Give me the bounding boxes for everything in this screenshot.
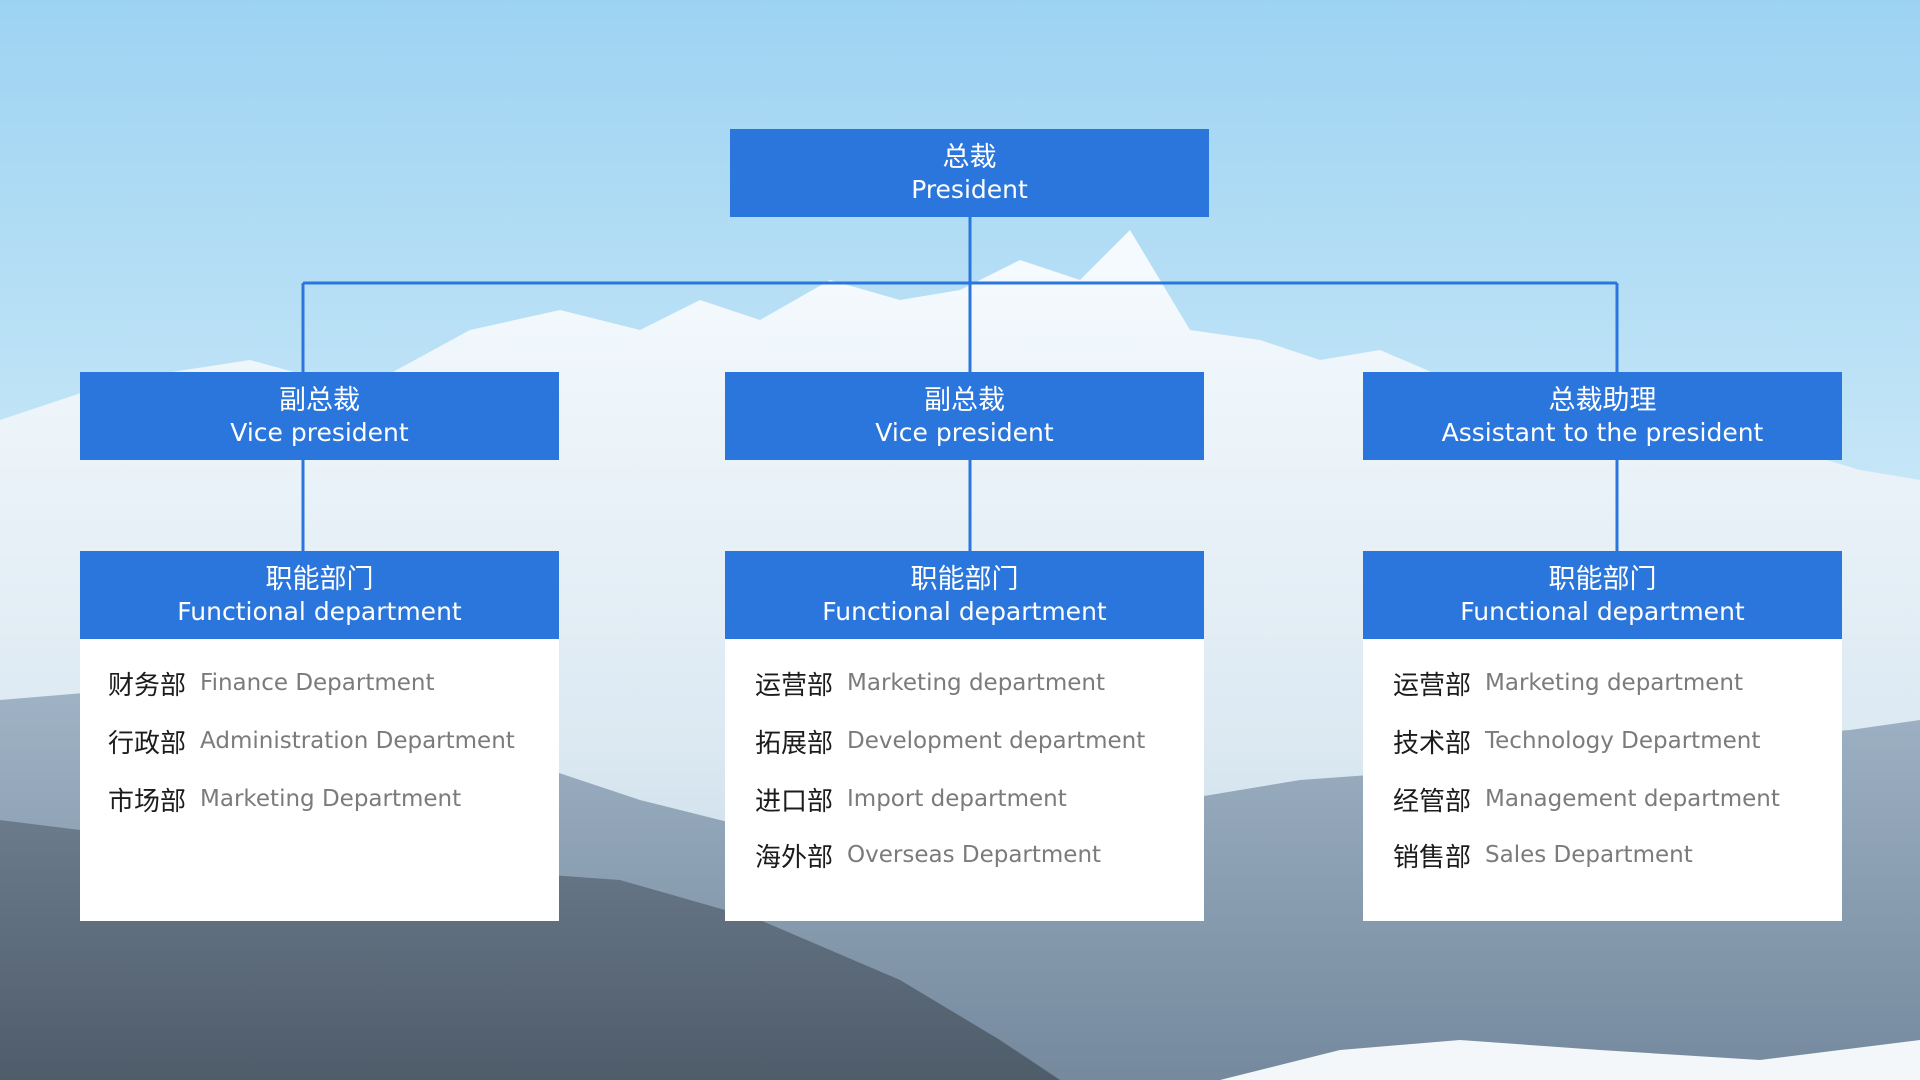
list-item: 拓展部 Development department	[725, 721, 1204, 761]
list-item: 销售部 Sales Department	[1363, 835, 1842, 875]
dept-name-en: Administration Department	[200, 728, 515, 754]
dept-name-zh: 技术部	[1393, 728, 1472, 759]
branch-head-en: Assistant to the president	[1441, 418, 1764, 448]
list-item: 运营部 Marketing department	[725, 663, 1204, 703]
dept-name-zh: 拓展部	[755, 728, 834, 759]
dept-name-en: Finance Department	[200, 670, 435, 696]
list-item: 进口部 Import department	[725, 779, 1204, 819]
dept-name-zh: 海外部	[755, 842, 834, 873]
branch-head-en: Vice president	[875, 418, 1054, 448]
dept-name-zh: 运营部	[755, 670, 834, 701]
list-item: 运营部 Marketing department	[1363, 663, 1842, 703]
dept-header-zh: 职能部门	[265, 563, 374, 595]
functional-dept-header-right: 职能部门 Functional department	[1363, 551, 1842, 639]
dept-name-en: Management department	[1485, 786, 1780, 812]
list-item: 财务部 Finance Department	[80, 663, 559, 703]
dept-name-zh: 经管部	[1393, 786, 1472, 817]
president-box: 总裁 President	[730, 129, 1209, 217]
dept-name-zh: 行政部	[108, 728, 187, 759]
dept-name-zh: 进口部	[755, 786, 834, 817]
assistant-president-box-right: 总裁助理 Assistant to the president	[1363, 372, 1842, 460]
branch-head-zh: 总裁助理	[1548, 384, 1657, 416]
president-title-zh: 总裁	[942, 141, 997, 173]
dept-name-en: Sales Department	[1485, 842, 1693, 868]
dept-name-en: Marketing department	[1485, 670, 1744, 696]
dept-name-en: Import department	[847, 786, 1067, 812]
dept-name-en: Overseas Department	[847, 842, 1102, 868]
branch-head-en: Vice president	[230, 418, 409, 448]
dept-header-zh: 职能部门	[910, 563, 1019, 595]
functional-dept-header-left: 职能部门 Functional department	[80, 551, 559, 639]
list-item: 海外部 Overseas Department	[725, 835, 1204, 875]
dept-name-en: Development department	[847, 728, 1146, 754]
list-item: 市场部 Marketing Department	[80, 779, 559, 819]
dept-name-en: Marketing Department	[200, 786, 462, 812]
dept-header-en: Functional department	[822, 597, 1107, 627]
vice-president-box-middle: 副总裁 Vice president	[725, 372, 1204, 460]
branch-head-zh: 副总裁	[924, 384, 1005, 416]
list-item: 经管部 Management department	[1363, 779, 1842, 819]
dept-list-panel-right: 运营部 Marketing department 技术部 Technology …	[1363, 639, 1842, 921]
dept-name-en: Technology Department	[1485, 728, 1761, 754]
list-item: 技术部 Technology Department	[1363, 721, 1842, 761]
dept-header-en: Functional department	[1460, 597, 1745, 627]
dept-list-panel-left: 财务部 Finance Department 行政部 Administratio…	[80, 639, 559, 921]
dept-name-en: Marketing department	[847, 670, 1106, 696]
list-item: 行政部 Administration Department	[80, 721, 559, 761]
president-title-en: President	[911, 175, 1028, 205]
dept-list-panel-middle: 运营部 Marketing department 拓展部 Development…	[725, 639, 1204, 921]
vice-president-box-left: 副总裁 Vice president	[80, 372, 559, 460]
foreground-snow	[1220, 1040, 1920, 1080]
dept-header-zh: 职能部门	[1548, 563, 1657, 595]
dept-name-zh: 市场部	[108, 786, 187, 817]
branch-head-zh: 副总裁	[279, 384, 360, 416]
dept-name-zh: 财务部	[108, 670, 187, 701]
dept-header-en: Functional department	[177, 597, 462, 627]
functional-dept-header-middle: 职能部门 Functional department	[725, 551, 1204, 639]
dept-name-zh: 销售部	[1393, 842, 1472, 873]
dept-name-zh: 运营部	[1393, 670, 1472, 701]
